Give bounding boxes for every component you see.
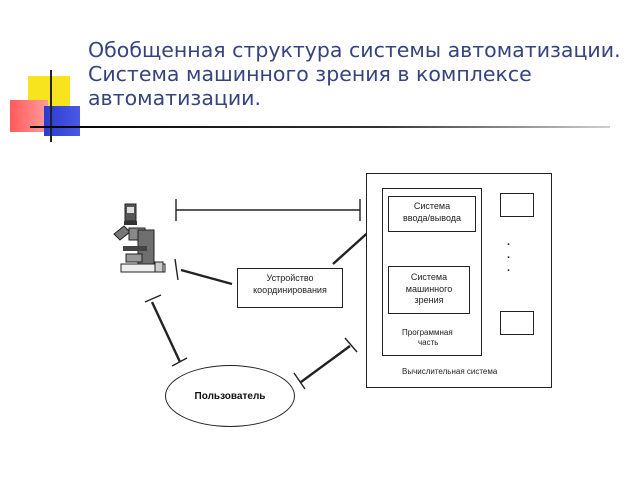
computing-system-label: Вычислительная система (402, 367, 498, 376)
device-box-bottom (500, 311, 534, 335)
title-underline (30, 126, 610, 128)
mv-system-box: Система машинного зрения (388, 266, 470, 314)
software-part-label: Программная часть (402, 328, 453, 348)
mv-line-1: Система (410, 272, 448, 282)
software-line-2: часть (418, 338, 439, 347)
mv-line-2: машинного (405, 283, 453, 294)
io-line-2: ввода/вывода (402, 212, 462, 223)
device-ellipsis: . . . (507, 236, 511, 274)
software-line-1: Программная (402, 328, 453, 337)
connector-coordination-microscope (180, 268, 233, 286)
title-line-2: Система машинного зрения в комплексе (88, 62, 532, 86)
microscope-icon (113, 203, 166, 273)
user-label: Пользователь (194, 390, 266, 402)
decor-vertical-line (50, 70, 52, 142)
coordination-line-2: координирования (253, 284, 327, 295)
io-system-box: Система ввода/вывода (388, 196, 476, 232)
title-line-3: автоматизации. (88, 86, 261, 110)
title-line-1: Обобщенная структура системы автоматизац… (88, 38, 621, 62)
coordination-device-label: Устройство координирования (238, 269, 342, 296)
slide-title: Обобщенная структура системы автоматизац… (88, 38, 628, 110)
mv-line-3: зрения (414, 295, 444, 305)
coordination-device-box: Устройство координирования (237, 268, 343, 308)
connector-user-computer (300, 345, 351, 383)
user-ellipse: Пользователь (165, 365, 295, 427)
coordination-line-1: Устройство (266, 273, 314, 283)
connector-microscope-user (150, 301, 182, 363)
device-box-top (500, 193, 534, 217)
io-line-1: Система (413, 201, 451, 211)
